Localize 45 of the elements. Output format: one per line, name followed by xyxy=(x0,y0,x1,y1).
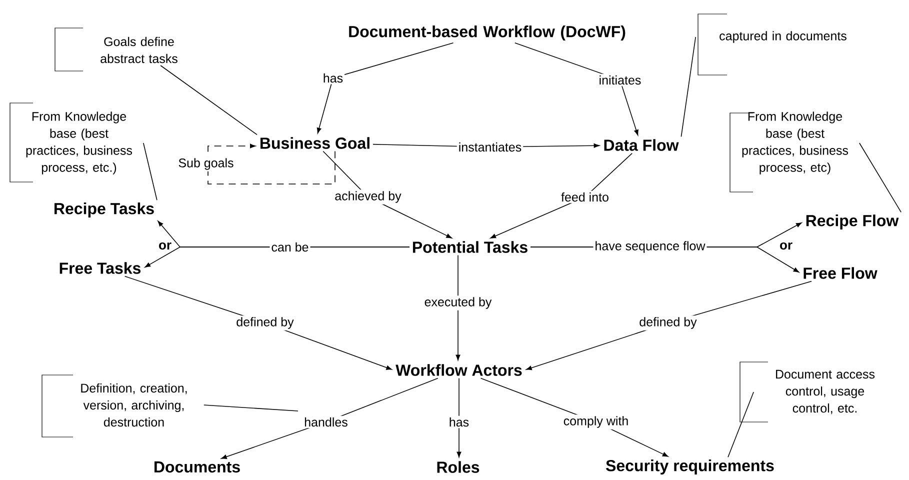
choice-label: or xyxy=(780,242,792,250)
connector-arrow xyxy=(490,152,632,238)
note-text: Definition, creation, version, archiving, destruction xyxy=(81,383,187,427)
note-text: From Knowledge base (best practices, business process, etc) xyxy=(742,112,848,174)
edge-label: can be xyxy=(270,240,310,254)
connector-arrow xyxy=(456,254,460,360)
leader-line xyxy=(680,36,696,138)
note-text: Document access control, usage control, etc. xyxy=(776,370,875,414)
edge-label: comply with xyxy=(562,414,630,430)
concept-label: Free Flow xyxy=(804,267,878,279)
concept-label: Workflow Actors xyxy=(396,364,522,376)
edge-label: has xyxy=(447,416,471,428)
concept-label: Documents xyxy=(154,461,240,473)
edge-label: Sub goals xyxy=(176,156,236,172)
leader-line xyxy=(728,392,754,458)
edge-label: have sequence flow xyxy=(593,240,707,254)
concept-label: Recipe Flow xyxy=(806,214,899,230)
concept-label: Recipe Tasks xyxy=(54,202,154,218)
edge-label: feed into xyxy=(560,190,610,204)
note-text: From Knowledge base (best practices, business process, etc.) xyxy=(26,112,132,174)
concept-label: Security requirements xyxy=(606,460,774,474)
edge-label: handles xyxy=(302,416,350,428)
leader-line xyxy=(143,142,158,201)
edge-label: initiates xyxy=(597,74,643,86)
concept-label: Roles xyxy=(437,461,480,473)
edge-label: executed by xyxy=(422,296,494,310)
concept-label: Document-based Workflow (DocWF) xyxy=(349,26,626,40)
connector-arrow xyxy=(316,42,454,134)
note-text: Goals define abstract tasks xyxy=(100,36,178,64)
connector-arrow xyxy=(208,144,336,184)
choice-label: or xyxy=(159,242,172,250)
leader-line xyxy=(859,142,902,213)
leader-line xyxy=(160,65,258,136)
concept-label: Potential Tasks xyxy=(412,241,528,253)
concept-label: Business Goal xyxy=(260,137,370,149)
concept-label: Data Flow xyxy=(604,139,679,151)
concept-label: Free Tasks xyxy=(60,262,141,274)
edge-label: has xyxy=(321,72,345,84)
edge-label: achieved by xyxy=(333,190,403,204)
leader-line xyxy=(204,404,298,412)
edge-label: defined by xyxy=(638,316,698,330)
edge-label: instantiates xyxy=(456,140,524,154)
note-text: captured in documents xyxy=(720,31,846,43)
connector-arrow xyxy=(456,378,462,458)
edge-label: defined by xyxy=(234,316,296,330)
